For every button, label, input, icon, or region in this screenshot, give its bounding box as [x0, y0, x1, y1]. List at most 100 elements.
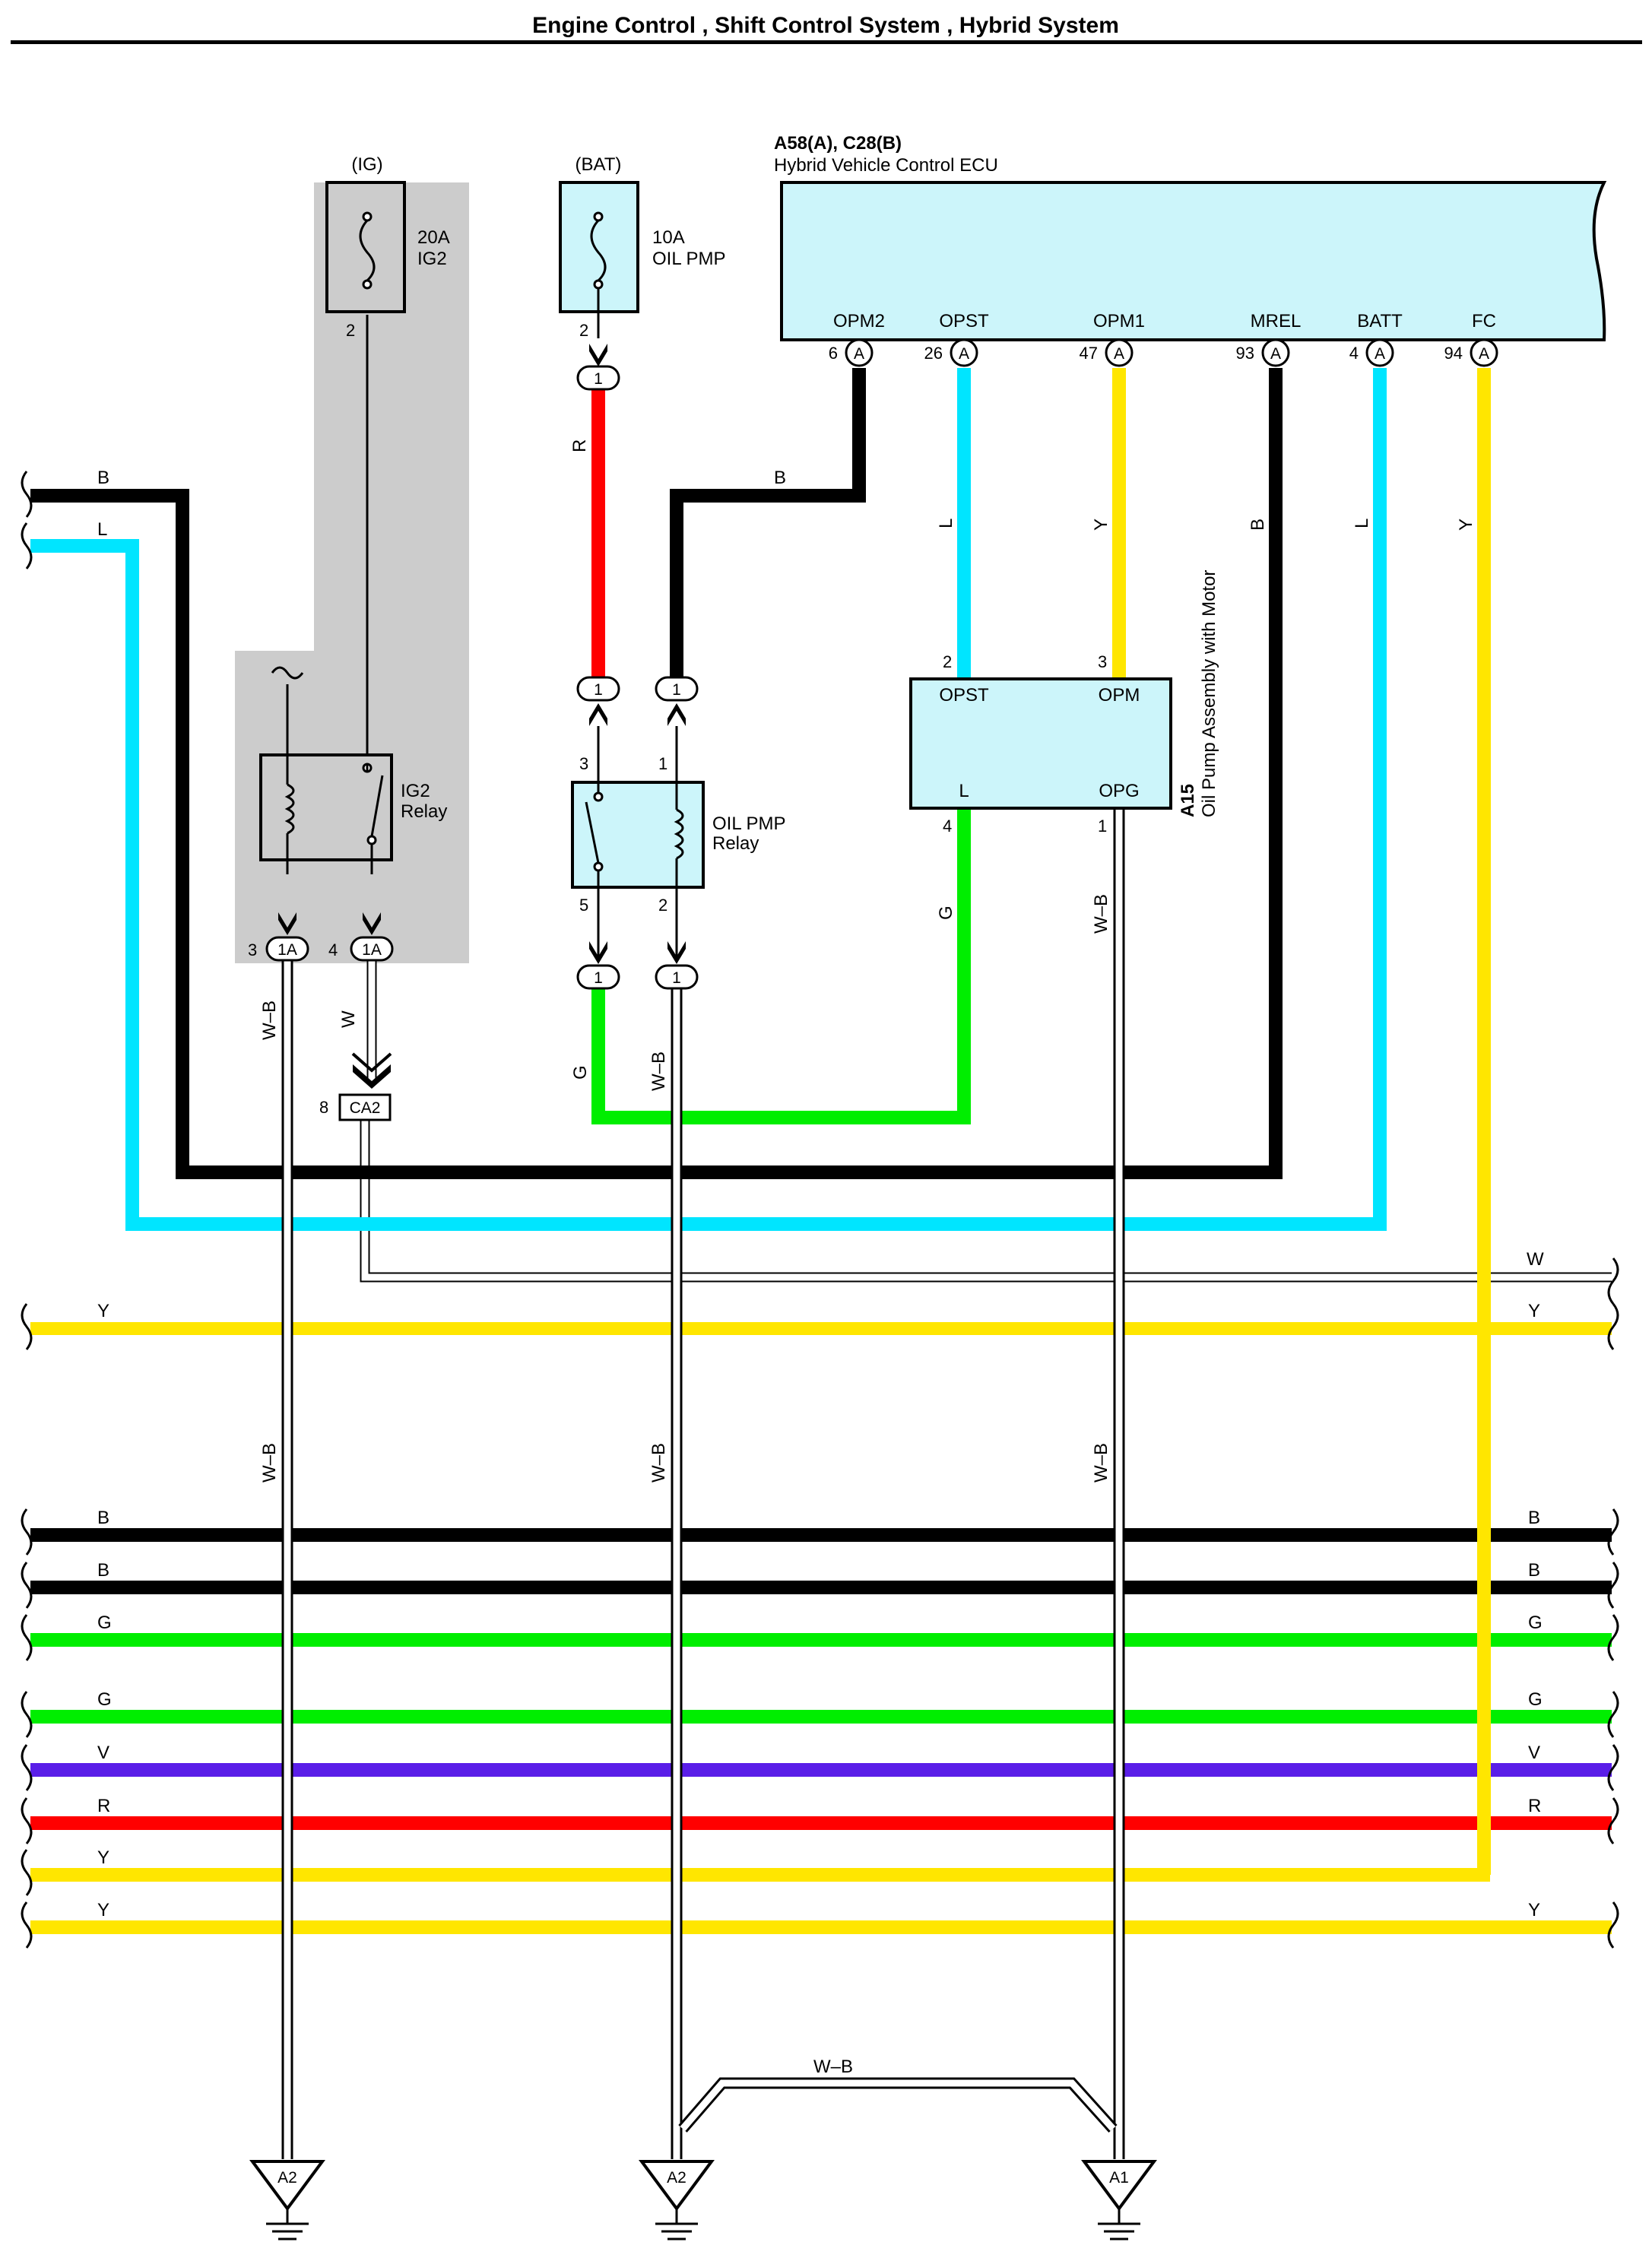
- svg-text:A1: A1: [1109, 2169, 1129, 2187]
- ecu-pin-name-fc: FC: [1472, 311, 1496, 331]
- bus-label-right-1: Y: [1528, 1301, 1540, 1321]
- arrow-ca2: [353, 1064, 391, 1089]
- svg-text:1: 1: [594, 370, 603, 388]
- connector-ca2: CA2: [338, 1093, 392, 1121]
- wire-label-b-opm2: B: [774, 468, 786, 488]
- wire-label-wb-bridge: W–B: [813, 2057, 853, 2077]
- bus-label-left-0: Y: [97, 1301, 109, 1321]
- fuse-bat-name: OIL PMP: [652, 249, 725, 269]
- connector-1-relay-5-bottom: 1: [576, 964, 620, 990]
- bus-label-right-4: G: [1528, 1613, 1543, 1633]
- fuse-bat-source: (BAT): [576, 154, 622, 175]
- bus-label-left-1: B: [97, 1508, 109, 1528]
- fuse-ig-source: (IG): [351, 154, 382, 175]
- pump-pin-num-4: 4: [943, 817, 952, 836]
- pin-label-8: 8: [319, 1098, 328, 1117]
- bus-label-left-6: R: [97, 1796, 110, 1816]
- fuse-oil-pmp-symbol: [590, 211, 607, 338]
- oil-relay-pin-1: 1: [658, 754, 667, 773]
- ground-a2-left: A2: [249, 2160, 325, 2241]
- bus-label-left-7: Y: [97, 1847, 109, 1868]
- svg-text:4: 4: [1349, 344, 1359, 363]
- oil-pmp-relay-coil-icon: [674, 726, 684, 958]
- pump-code-label: A15: [1178, 784, 1198, 817]
- wire-label-g-relay: G: [570, 1065, 591, 1080]
- fuse-bat-rating: 10A: [652, 227, 685, 248]
- pump-pin-name-opg: OPG: [1099, 781, 1139, 801]
- wire-bus-y-1: [30, 1322, 1612, 1335]
- oil-relay-sub: Relay: [712, 833, 759, 854]
- arrow-ca2-2: [351, 1052, 392, 1073]
- oil-pmp-relay: [571, 781, 705, 889]
- pin-label-3: 3: [248, 940, 257, 959]
- wire-bus-y-3: [30, 1920, 1612, 1934]
- ecu-pin-opm2: A 6: [829, 338, 874, 367]
- svg-text:1: 1: [672, 681, 681, 699]
- bus-label-left-8: Y: [97, 1900, 109, 1920]
- ecu-pin-name-mrel: MREL: [1251, 311, 1302, 331]
- arrow-bat-conn: [589, 344, 607, 366]
- fuse-ig2: [325, 181, 406, 313]
- fuse-ig-pin: 2: [346, 321, 355, 340]
- arrow-relay-3-up: [589, 703, 607, 726]
- bus-label-right-7: R: [1528, 1796, 1541, 1816]
- wire-label-r: R: [569, 439, 590, 452]
- ig2-relay-switch-icon: [362, 763, 384, 874]
- wire-bus-v: [30, 1763, 1612, 1777]
- fuse-bat-pin: 2: [579, 321, 588, 340]
- connector-1-relay-3-top: 1: [576, 676, 620, 702]
- wire-label-wb-relay: W–B: [648, 1051, 669, 1091]
- bus-label-left-3: G: [97, 1613, 112, 1633]
- ig2-relay-sub: Relay: [401, 801, 447, 822]
- bus-label-left-5: V: [97, 1743, 109, 1763]
- svg-text:1: 1: [594, 681, 603, 699]
- wire-bus-b-1: [30, 1528, 1612, 1542]
- wire-break-brackets-right: [1607, 1257, 1619, 1949]
- ground-a1: A1: [1081, 2160, 1157, 2241]
- oil-relay-pin-2: 2: [658, 896, 667, 915]
- hybrid-vehicle-control-ecu: [780, 181, 1607, 341]
- ecu-pin-name-opm1: OPM1: [1093, 311, 1145, 331]
- svg-text:1: 1: [594, 969, 603, 987]
- bus-label-left-2: B: [97, 1560, 109, 1581]
- wire-bus-g-2: [30, 1710, 1612, 1724]
- svg-text:A: A: [959, 345, 969, 363]
- pump-pin-name-l: L: [959, 781, 969, 801]
- ig2-relay-tilde-icon: [271, 666, 304, 680]
- ig2-relay-coil-icon: [284, 768, 295, 874]
- bus-label-right-5: G: [1528, 1689, 1543, 1710]
- svg-text:CA2: CA2: [350, 1099, 381, 1117]
- connector-1-relay-1-top: 1: [655, 676, 699, 702]
- connector-1a-pin4: 1A: [350, 936, 394, 962]
- ecu-pin-opst: A 26: [924, 338, 978, 367]
- pump-pin-num-3: 3: [1098, 652, 1107, 671]
- ecu-pin-name-batt: BATT: [1357, 311, 1403, 331]
- wire-label-l-batt: L: [1352, 519, 1372, 528]
- svg-text:93: 93: [1236, 344, 1254, 363]
- bus-label-left-4: G: [97, 1689, 112, 1710]
- wire-label-wb-mid-1: W–B: [259, 1443, 280, 1483]
- ground-a2-mid: A2: [639, 2160, 715, 2241]
- wire-bus-b-2: [30, 1581, 1612, 1594]
- svg-text:A2: A2: [667, 2169, 686, 2187]
- connector-1-bat: 1: [576, 365, 620, 391]
- ecu-pin-batt: A 4: [1349, 338, 1394, 367]
- wire-b-mrel: [30, 368, 1283, 1179]
- connector-1-relay-2-bottom: 1: [655, 964, 699, 990]
- wire-b-opm2: [670, 368, 866, 677]
- fuse-ig-rating: 20A: [417, 227, 450, 248]
- ecu-name-label: Hybrid Vehicle Control ECU: [774, 155, 998, 176]
- header-rule: [11, 40, 1642, 44]
- wire-bus-r: [30, 1816, 1612, 1830]
- wire-label-wb-mid-3: W–B: [1091, 1443, 1111, 1483]
- svg-text:A: A: [1479, 345, 1489, 363]
- oil-relay-pin-3: 3: [579, 754, 588, 773]
- svg-text:A: A: [1375, 345, 1385, 363]
- wire-g-pump: [591, 810, 971, 1124]
- arrow-1a-left: [278, 912, 296, 935]
- svg-text:26: 26: [924, 344, 943, 363]
- svg-text:A: A: [854, 345, 864, 363]
- svg-text:1A: 1A: [362, 941, 382, 959]
- ecu-pin-opm1: A 47: [1080, 338, 1134, 367]
